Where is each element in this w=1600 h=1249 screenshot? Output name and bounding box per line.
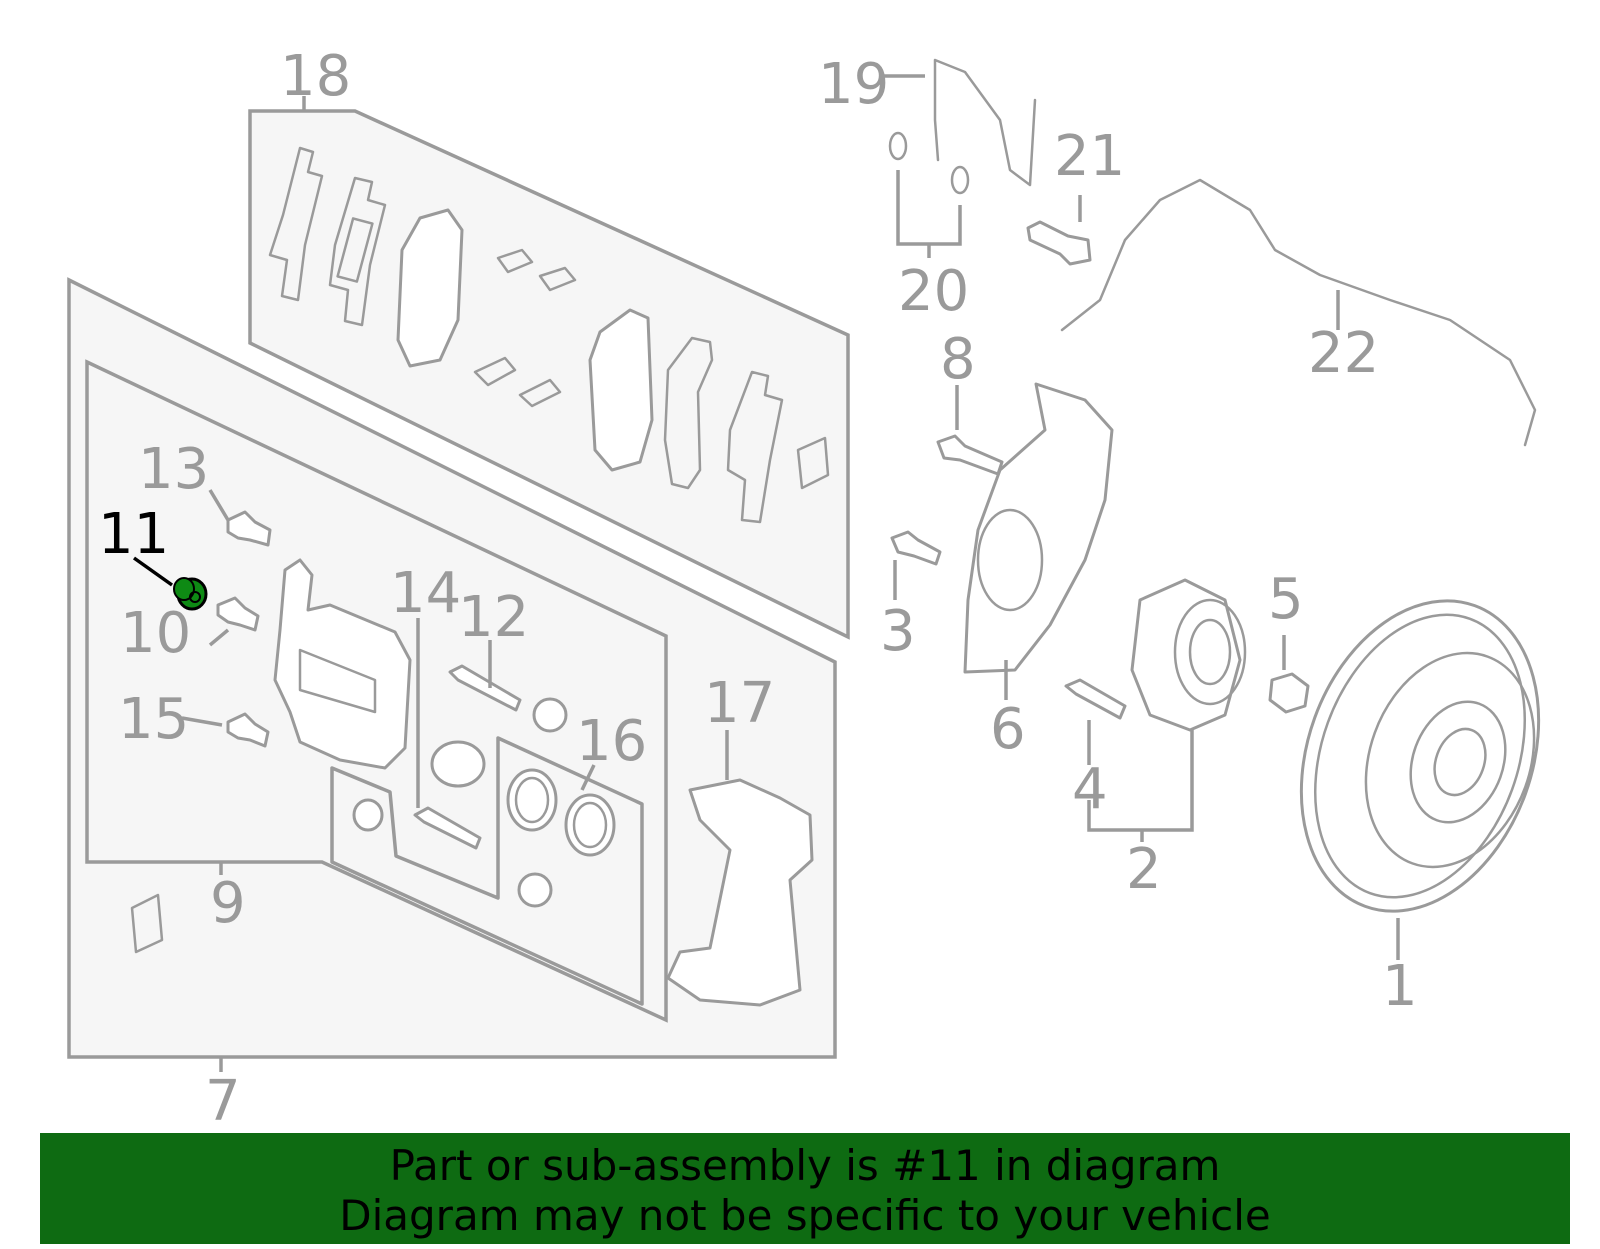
callout-21: 21 — [1054, 124, 1125, 189]
part-21-bolt — [1026, 220, 1092, 266]
callout-labels: 1 2 3 4 5 6 7 8 9 10 11 12 13 14 15 16 1… — [98, 44, 1418, 1134]
part-8-bolt — [936, 434, 1004, 476]
callout-1: 1 — [1382, 954, 1418, 1019]
leader-lines — [132, 74, 1400, 1072]
callout-3: 3 — [880, 599, 916, 664]
callout-10: 10 — [120, 601, 191, 666]
part-info-banner: Part or sub-assembly is #11 in diagram D… — [40, 1133, 1570, 1244]
callout-18: 18 — [280, 44, 351, 109]
part-3-bolt — [890, 530, 942, 566]
callout-15: 15 — [118, 687, 189, 752]
callout-7: 7 — [205, 1069, 241, 1134]
callout-13: 13 — [138, 437, 209, 502]
callout-20: 20 — [898, 259, 969, 324]
callout-9: 9 — [210, 871, 246, 936]
panel-7-caliper-assembly — [67, 277, 837, 1059]
panel-18-pads-kit — [248, 109, 850, 640]
callout-22: 22 — [1308, 321, 1379, 386]
callout-4: 4 — [1072, 757, 1108, 822]
callout-11[interactable]: 11 — [98, 502, 169, 567]
part-11-highlight[interactable] — [173, 577, 208, 611]
callout-6: 6 — [990, 697, 1026, 762]
callout-8: 8 — [940, 327, 976, 392]
callout-2: 2 — [1126, 837, 1162, 902]
part-20-washer-a — [888, 131, 908, 161]
part-22-abs-sensor — [1060, 178, 1537, 447]
callout-12: 12 — [458, 585, 529, 650]
part-4-stud — [1064, 678, 1127, 720]
part-5-nut — [1268, 672, 1310, 714]
callout-17: 17 — [704, 671, 775, 736]
part-6-dust-shield — [963, 382, 1114, 674]
banner-line-part: Part or sub-assembly is #11 in diagram — [389, 1141, 1221, 1190]
part-19-brake-hose — [933, 58, 1037, 187]
callout-16: 16 — [576, 709, 647, 774]
callout-14: 14 — [390, 561, 461, 626]
part-2-hub — [1130, 578, 1247, 732]
banner-line-disclaimer: Diagram may not be specific to your vehi… — [339, 1191, 1271, 1240]
part-20-washer-b — [950, 165, 970, 195]
callout-5: 5 — [1268, 567, 1304, 632]
part-1-rotor — [1299, 599, 1541, 913]
callout-19: 19 — [818, 52, 889, 117]
